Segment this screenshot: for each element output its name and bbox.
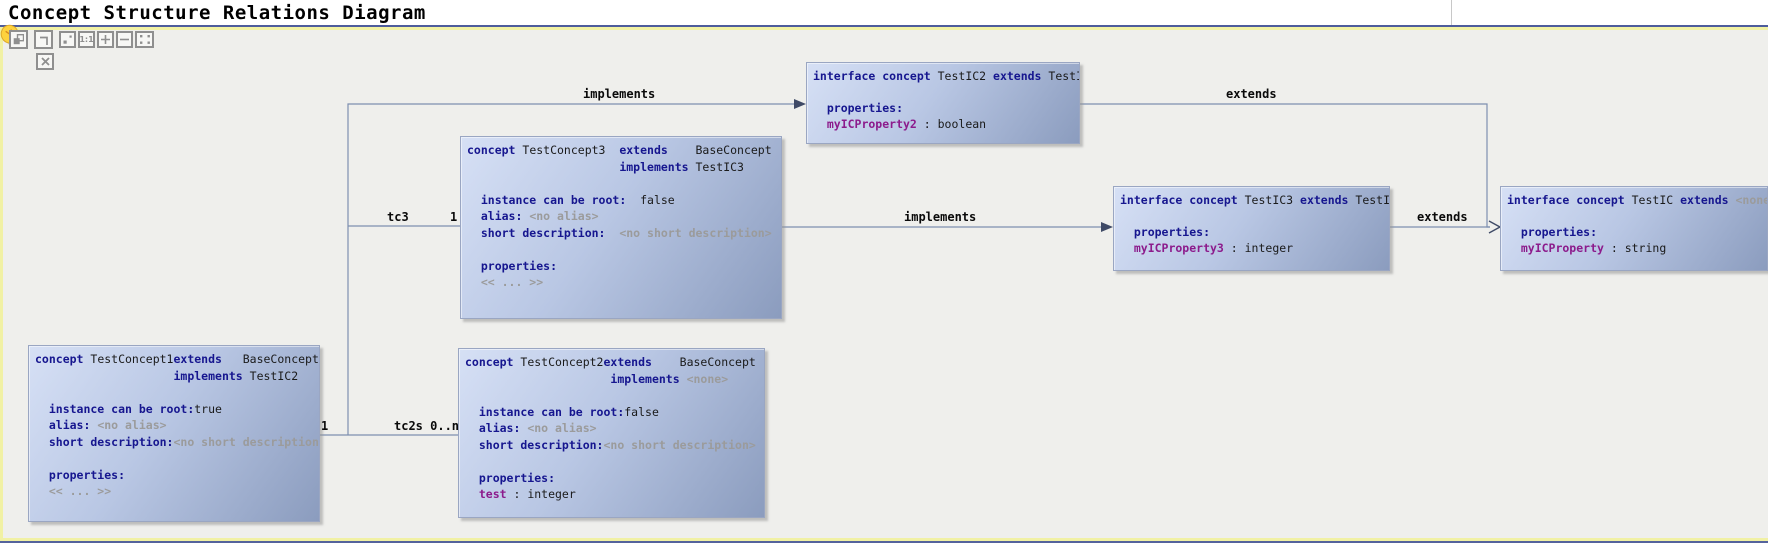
- header-divider: [1451, 0, 1452, 25]
- frame-border-top: [0, 27, 1768, 30]
- node-interface-testic3[interactable]: interface concept TestIC3 extends TestIC…: [1113, 186, 1390, 271]
- route-edges-button[interactable]: [34, 30, 53, 49]
- actual-size-button[interactable]: 1:1: [78, 31, 95, 48]
- close-button[interactable]: [36, 53, 54, 70]
- implements-arrowhead: [794, 99, 806, 109]
- edge-label: tc2s 0..n: [394, 419, 460, 433]
- zoom-out-button[interactable]: [116, 31, 133, 48]
- node-concept-testconcept2[interactable]: concept TestConcept2extends BaseConcept …: [458, 348, 765, 518]
- node-text: concept TestConcept2extends BaseConcept …: [465, 355, 756, 501]
- node-interface-testic2[interactable]: interface concept TestIC2 extends TestIC…: [806, 62, 1080, 144]
- edge-label: extends: [1226, 87, 1277, 101]
- minus-icon: [120, 38, 129, 41]
- close-icon: [40, 57, 50, 66]
- snap-button[interactable]: [59, 31, 76, 48]
- edge-implements-testconcept3-testic3[interactable]: [782, 222, 1113, 232]
- node-interface-testic[interactable]: interface concept TestIC extends <none> …: [1500, 186, 1768, 271]
- node-text: interface concept TestIC2 extends TestIC…: [813, 69, 1079, 131]
- snap-dots-icon: [63, 35, 72, 44]
- edge-label: tc3: [387, 210, 409, 224]
- fit-to-screen-button[interactable]: [135, 31, 154, 48]
- node-concept-testconcept3[interactable]: concept TestConcept3 extends BaseConcept…: [460, 136, 782, 319]
- edge-label: 1: [450, 210, 458, 224]
- fit-corners-icon: [139, 35, 150, 44]
- zoom-in-button[interactable]: [97, 31, 114, 48]
- edge-implements-testconcept1-testic2[interactable]: [347, 99, 806, 435]
- edge-label: implements: [583, 87, 656, 101]
- node-text: concept TestConcept1extends BaseConcept …: [35, 352, 320, 498]
- node-text: interface concept TestIC extends <none> …: [1507, 193, 1767, 255]
- node-text: concept TestConcept3 extends BaseConcept…: [467, 143, 772, 289]
- implements-arrowhead: [1101, 222, 1113, 232]
- frame-border-left: [0, 27, 3, 541]
- bottom-border-line: [0, 541, 1768, 543]
- frame-border-bottom: [0, 538, 1768, 541]
- plus-icon: [101, 35, 110, 44]
- extends-arrowhead: [1488, 220, 1502, 234]
- edge-label: implements: [904, 210, 977, 224]
- layout-icon: [13, 34, 24, 45]
- node-concept-testconcept1[interactable]: concept TestConcept1extends BaseConcept …: [28, 345, 320, 522]
- top-border-line: [0, 25, 1768, 27]
- edge-label: extends: [1417, 210, 1468, 224]
- node-text: interface concept TestIC3 extends TestIC…: [1120, 193, 1390, 255]
- edge-label: 1: [321, 419, 329, 433]
- route-icon: [39, 36, 48, 45]
- one-to-one-icon: 1:1: [79, 35, 94, 44]
- page-title: Concept Structure Relations Diagram: [8, 2, 426, 24]
- layout-button[interactable]: [9, 30, 28, 49]
